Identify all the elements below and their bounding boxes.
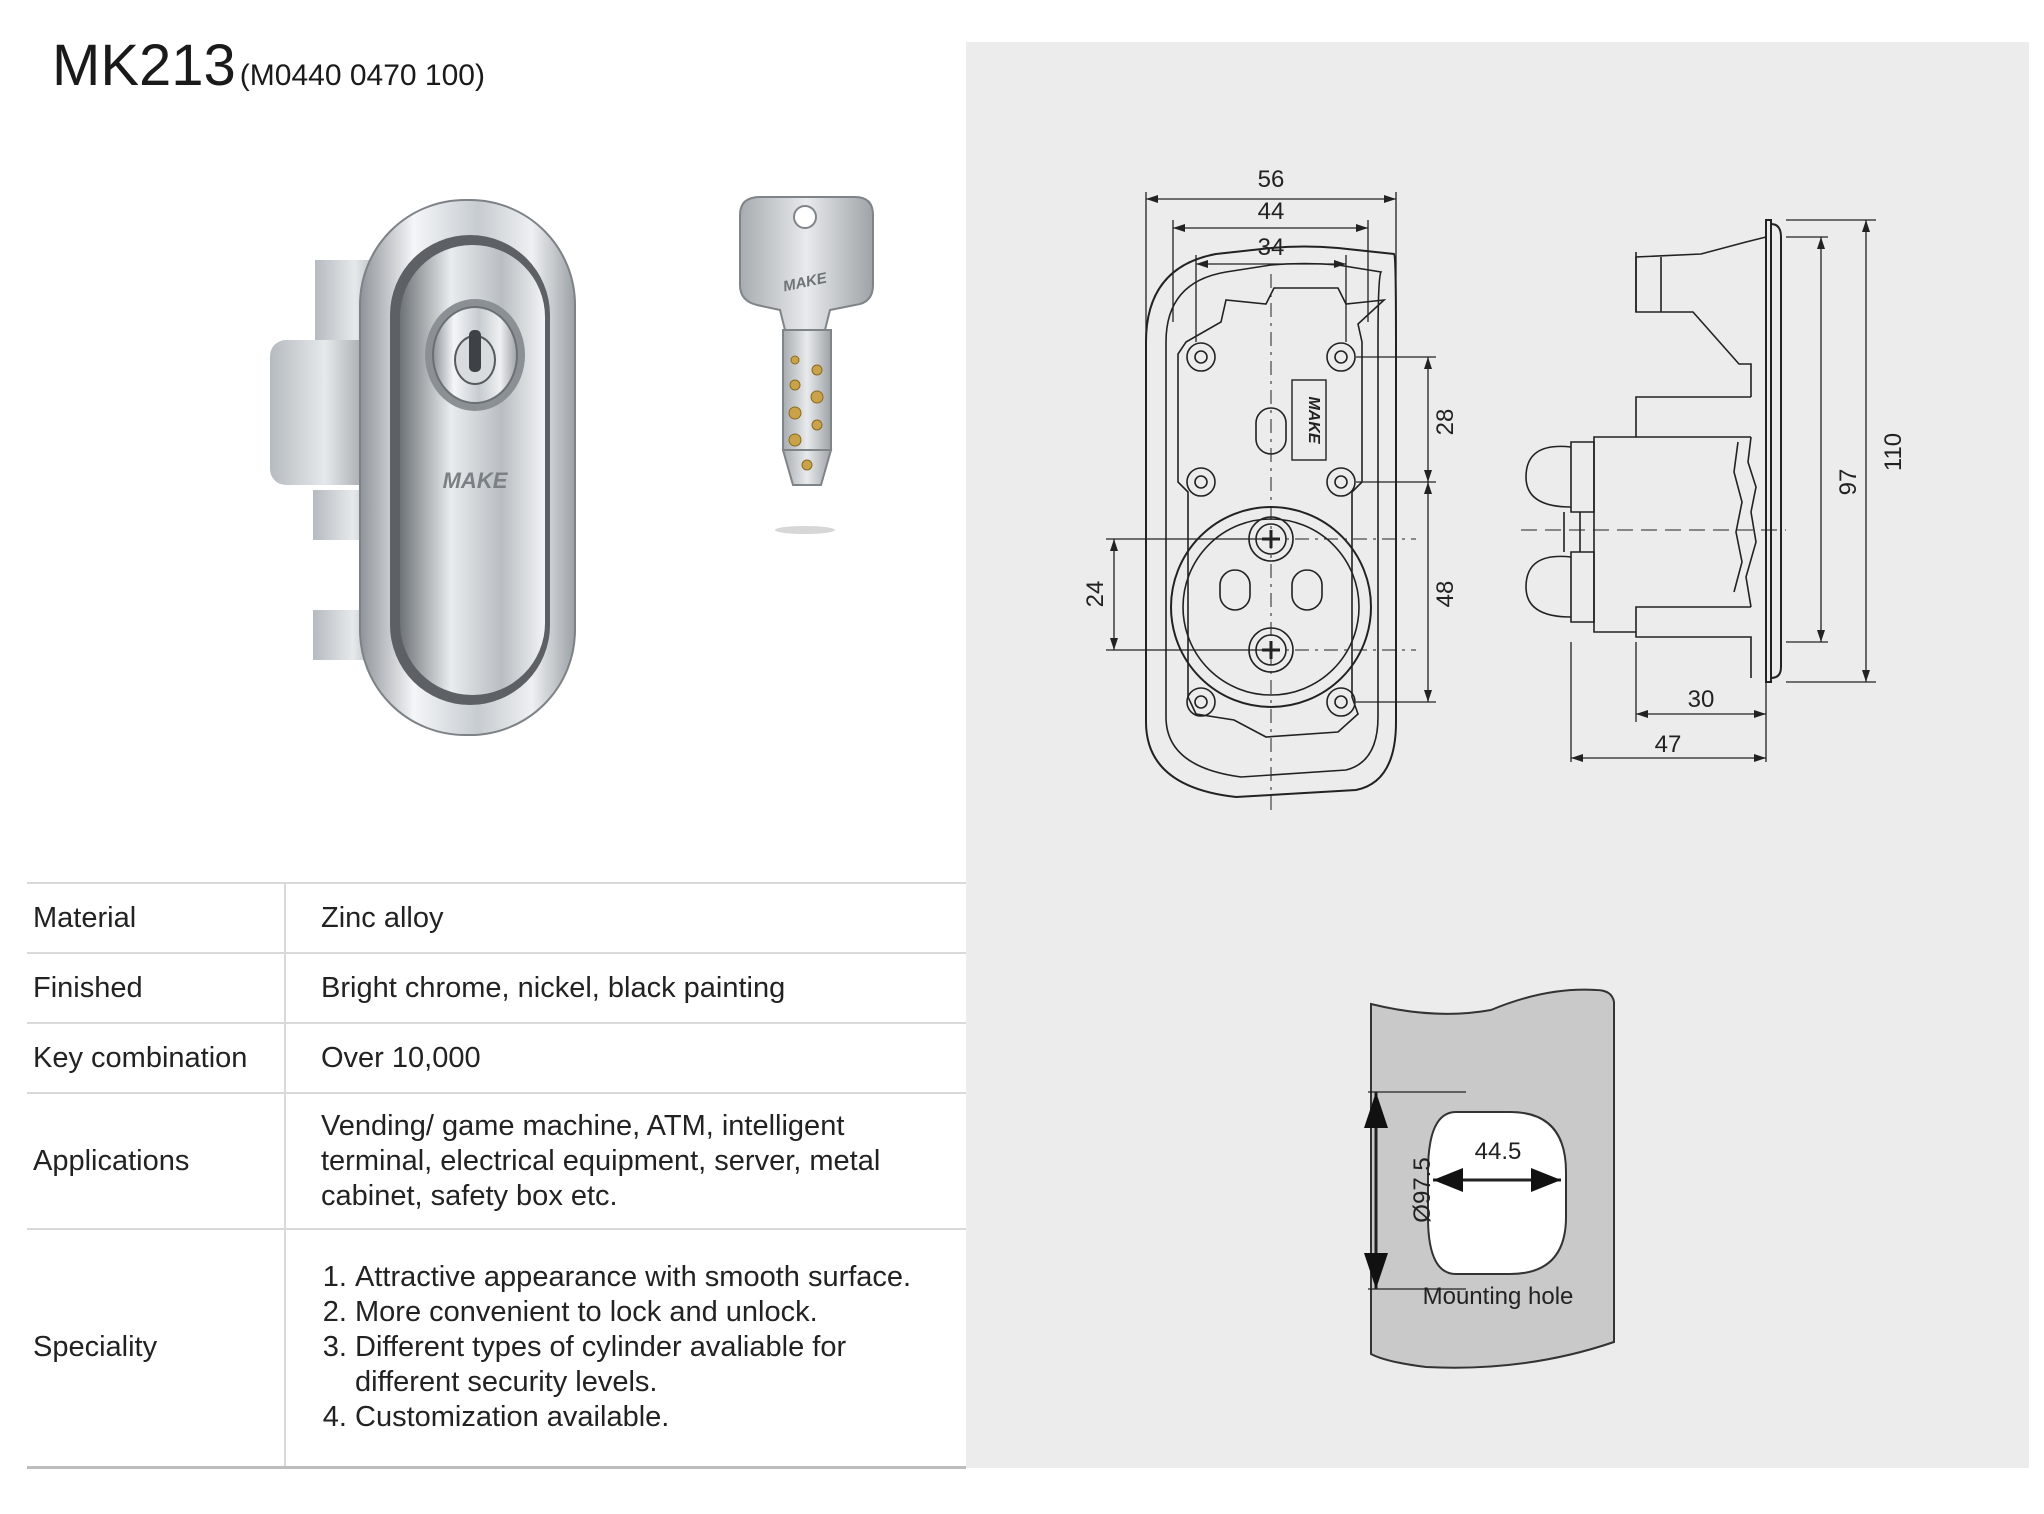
key-image: MAKE: [739, 196, 874, 534]
mounting-width-label: 44.5: [1475, 1138, 1522, 1165]
model-name: MK213: [52, 33, 236, 98]
dim-44-label: 44: [1258, 198, 1285, 225]
dim-48-label: 48: [1432, 581, 1459, 608]
dim-28-label: 28: [1432, 409, 1459, 436]
mounting-hole-view: [1368, 988, 1615, 1369]
part-number: (M0440 0470 100): [239, 59, 485, 92]
lock-brand-logo: MAKE: [443, 468, 509, 493]
spec-label: Applications: [27, 1092, 286, 1229]
page-title: MK213(M0440 0470 100): [52, 32, 485, 99]
speciality-list: Attractive appearance with smooth surfac…: [321, 1260, 946, 1435]
spec-value: Vending/ game machine, ATM, intelligent …: [285, 1092, 966, 1229]
spec-row-speciality: Speciality Attractive appearance with sm…: [27, 1228, 966, 1469]
spec-row-applications: Applications Vending/ game machine, ATM,…: [27, 1092, 966, 1229]
spec-value: Zinc alloy: [285, 882, 966, 953]
spec-label: Finished: [27, 952, 286, 1023]
spec-row-material: Material Zinc alloy: [27, 882, 966, 953]
dim-30-label: 30: [1688, 686, 1715, 713]
spec-value: Bright chrome, nickel, black painting: [285, 952, 966, 1023]
speciality-item: Different types of cylinder avaliable fo…: [355, 1330, 946, 1400]
spec-label: Key combination: [27, 1022, 286, 1093]
spec-row-key-combination: Key combination Over 10,000: [27, 1022, 966, 1093]
speciality-item: Attractive appearance with smooth surfac…: [355, 1260, 946, 1295]
technical-drawing-panel: 56 44 34 28 48 24 110 97 30 47 Ø97.5 44.…: [966, 42, 2029, 1468]
mounting-hole-caption: Mounting hole: [1423, 1283, 1574, 1310]
drawing-brand-logo: MAKE: [1305, 396, 1322, 444]
mounting-diameter-label: Ø97.5: [1409, 1157, 1436, 1222]
dim-47-label: 47: [1655, 731, 1682, 758]
dim-97-label: 97: [1835, 469, 1862, 496]
spec-label: Material: [27, 882, 286, 953]
technical-drawing: 56 44 34 28 48 24 110 97 30 47 Ø97.5 44.…: [1082, 166, 1907, 1369]
spec-value: Over 10,000: [285, 1022, 966, 1093]
spec-label: Speciality: [27, 1228, 286, 1469]
spec-table: Material Zinc alloy Finished Bright chro…: [27, 882, 966, 1469]
dim-56-label: 56: [1258, 166, 1285, 193]
front-view: [1121, 245, 1416, 812]
lock-product-image: MAKE: [270, 199, 576, 736]
spec-value: Attractive appearance with smooth surfac…: [285, 1228, 966, 1469]
dim-34-label: 34: [1258, 234, 1285, 261]
speciality-item: Customization available.: [355, 1400, 946, 1435]
spec-row-finished: Finished Bright chrome, nickel, black pa…: [27, 952, 966, 1023]
speciality-item: More convenient to lock and unlock.: [355, 1295, 946, 1330]
dim-110-label: 110: [1880, 433, 1907, 471]
side-view: [1521, 219, 1786, 683]
dim-24-label: 24: [1082, 581, 1109, 608]
